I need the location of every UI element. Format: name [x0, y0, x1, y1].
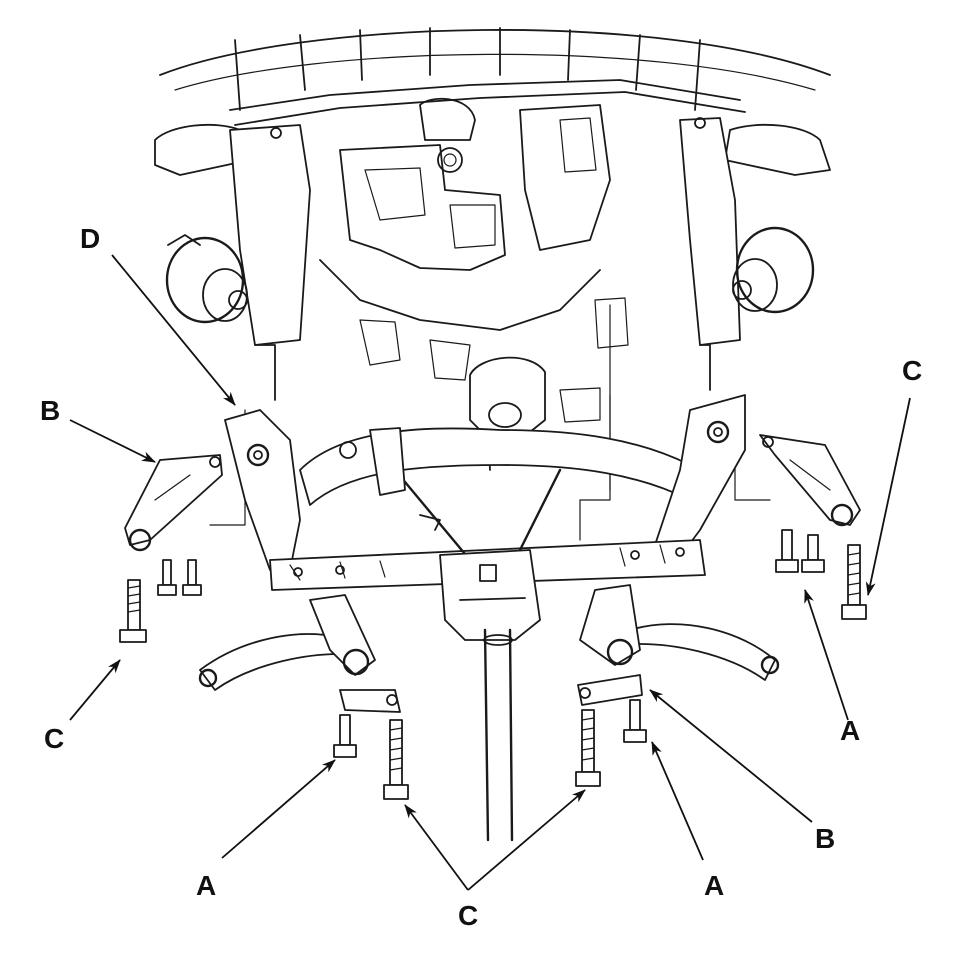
bolt-c-left [119, 579, 147, 643]
callout-b-right: B [815, 823, 835, 854]
bolt-c-bottom-left [383, 719, 409, 800]
bolt-a-bottom-left [333, 714, 357, 758]
lower-bracket-right [577, 674, 643, 706]
bolt-c-bottom-right [575, 709, 601, 787]
bolt-a-bottom-right [623, 699, 647, 743]
callout-a-bottom-right: A [704, 870, 724, 901]
left-brake-hub [165, 234, 248, 324]
callout-c-left: C [44, 723, 64, 754]
right-brake-hub [732, 226, 815, 314]
callout-c-bottom: C [458, 900, 478, 931]
lower-arm-right [579, 584, 780, 681]
bolt-a-right-1 [775, 529, 799, 573]
side-link-right [759, 434, 861, 527]
lower-arm-left [198, 594, 376, 691]
side-link-left [124, 454, 223, 552]
propeller-shaft [483, 628, 514, 842]
bolt-a-left-2 [182, 559, 202, 596]
bolt-a-left-1 [157, 559, 177, 596]
vehicle-body-outline [154, 27, 831, 541]
bolts [119, 529, 867, 800]
callout-a-bottom-left: A [196, 870, 216, 901]
callout-d: D [80, 223, 100, 254]
callout-c-right: C [902, 355, 922, 386]
lower-bracket-left [339, 689, 401, 713]
leader-lines [69, 254, 911, 891]
bolt-c-right [841, 544, 867, 620]
bolt-a-right-2 [801, 534, 825, 573]
callout-a-right: A [840, 715, 860, 746]
callout-b-left: B [40, 395, 60, 426]
subframe [224, 394, 746, 641]
